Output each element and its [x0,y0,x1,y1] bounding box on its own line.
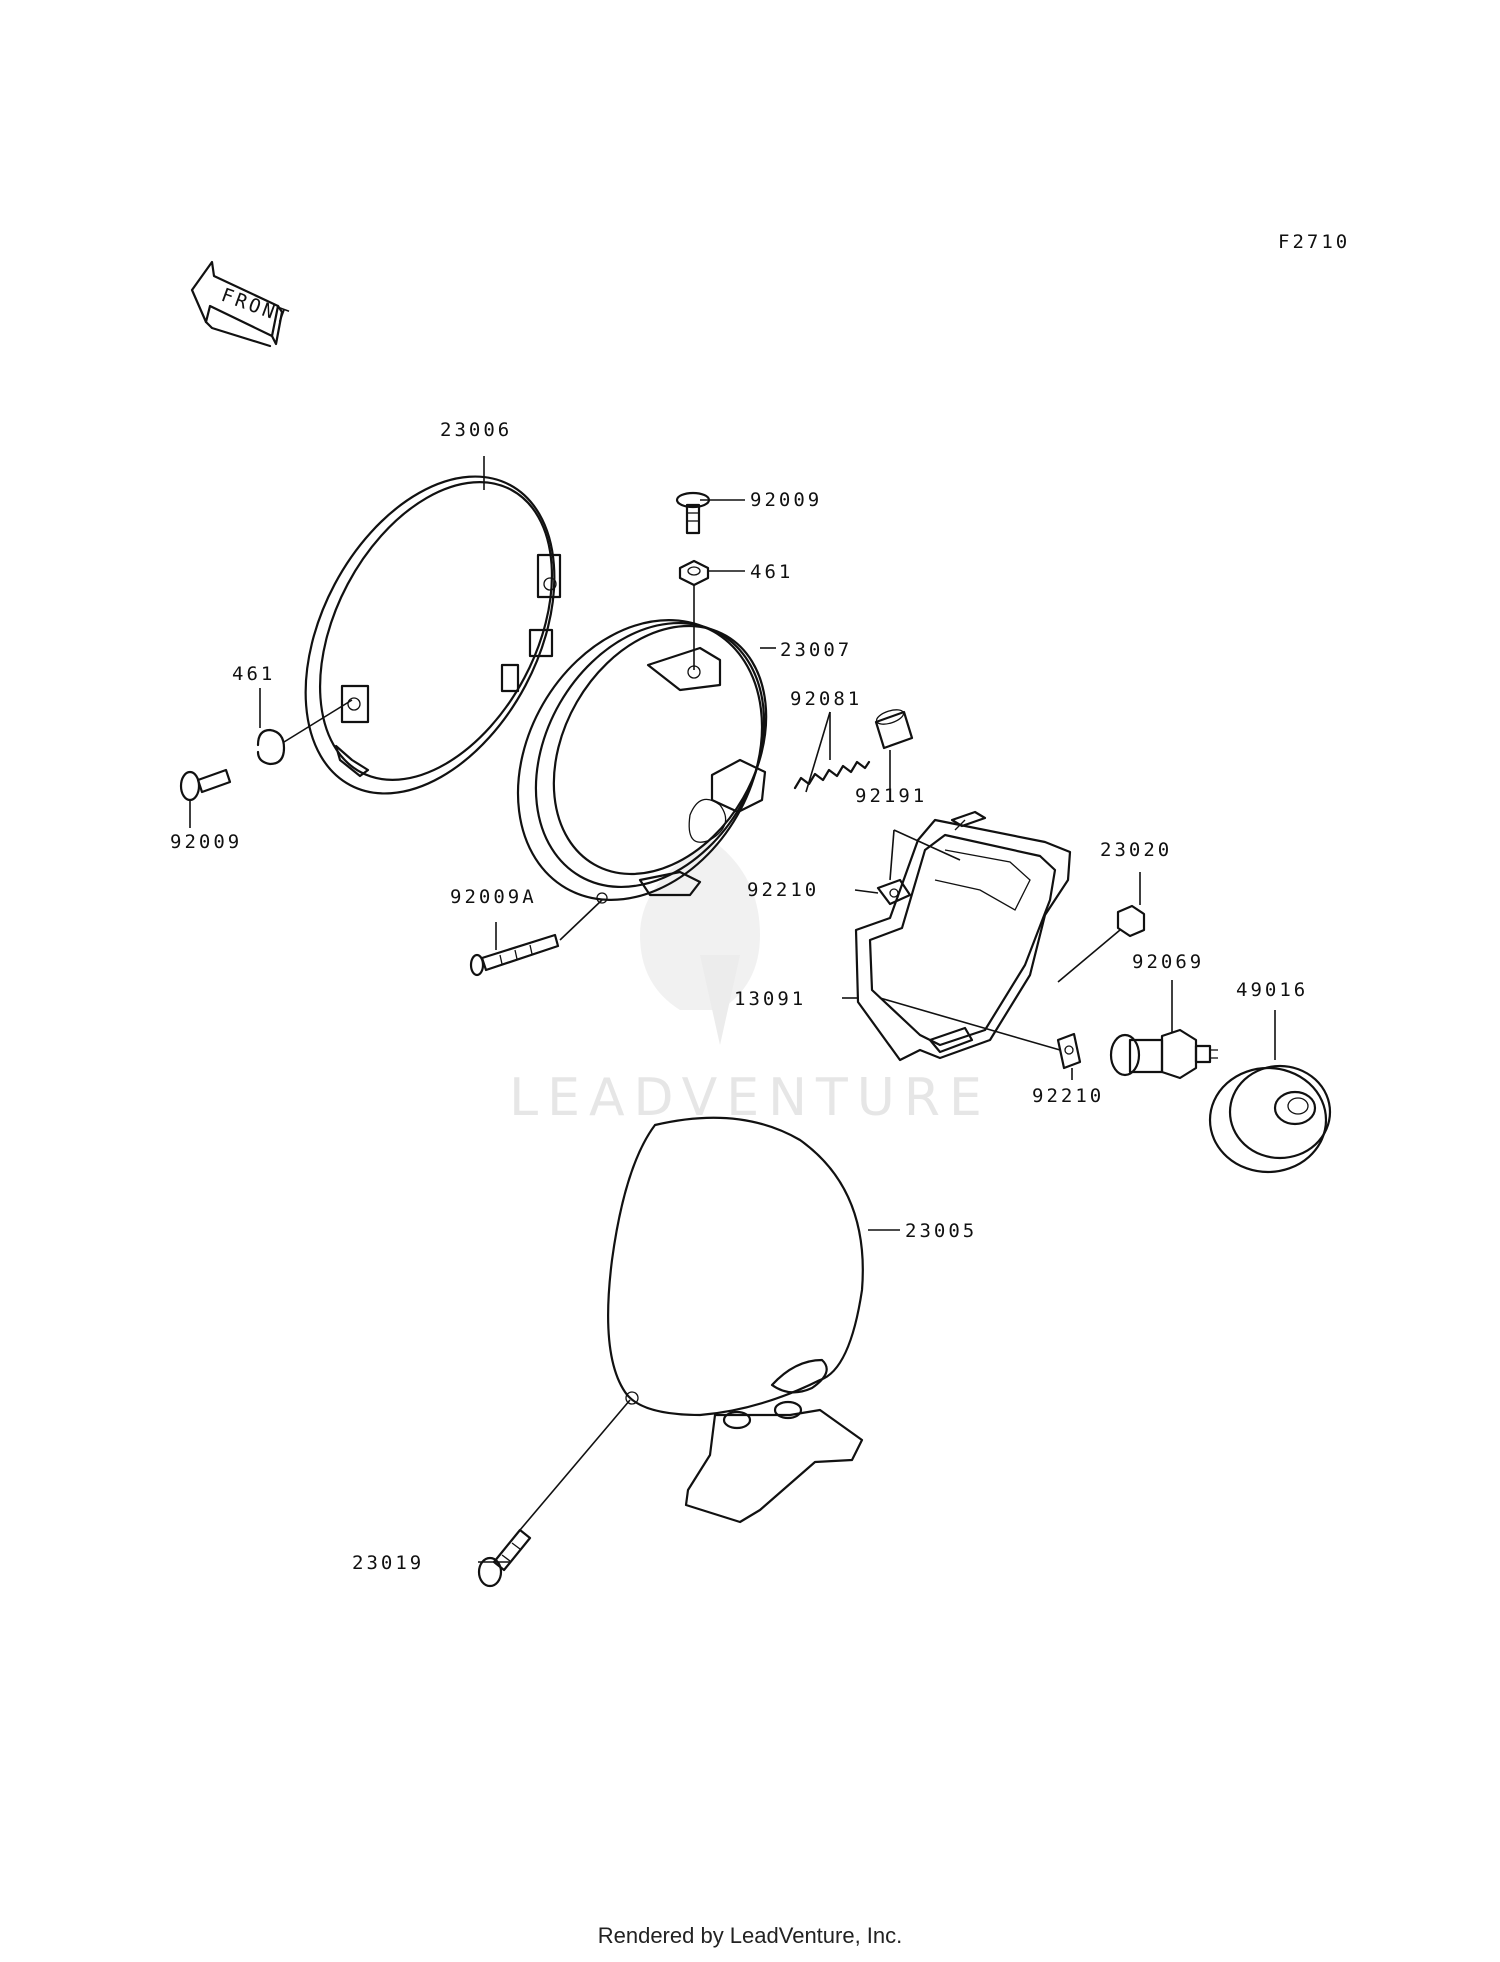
callout-labels: 23006 92009 461 23007 461 92081 92191 92… [170,419,1308,1574]
screw-92009-top [675,491,711,535]
screw-92009-left [179,768,232,802]
callout-23019: 23019 [352,1552,424,1574]
spring-92081 [793,760,871,790]
callout-13091: 13091 [734,988,806,1010]
washer-461-left [256,728,286,766]
callout-23005: 23005 [905,1220,977,1242]
dust-cover-49016 [1208,1064,1332,1174]
watermark-text: LEADVENTURE [509,1068,991,1128]
collar-92191 [874,709,914,750]
bulb-92069 [1109,1028,1218,1080]
nut-23020 [1116,904,1146,938]
front-label: FRONT [218,284,293,329]
screw-92009a [469,933,560,977]
callout-23020: 23020 [1100,839,1172,861]
housing-23005 [607,1116,864,1524]
nut-461-top [678,559,710,587]
callout-92210-b: 92210 [1032,1085,1104,1107]
callout-92210-a: 92210 [747,879,819,901]
callout-23006: 23006 [440,419,512,441]
callout-23007: 23007 [780,639,852,661]
clip-92210-b [1056,1032,1082,1070]
callout-92081: 92081 [790,688,862,710]
callout-461-top: 461 [750,561,793,583]
callout-461-left: 461 [232,663,275,685]
leader-lines [189,456,1276,1563]
callout-92009-left: 92009 [170,831,242,853]
bracket-13091 [854,810,1072,1062]
screw-23019 [477,1528,532,1588]
front-arrow-icon: FRONT [190,260,294,348]
callout-92069: 92069 [1132,951,1204,973]
rim-ring-23006 [304,475,562,795]
callout-92009a: 92009A [450,886,537,908]
footer-credit: Rendered by LeadVenture, Inc. [598,1923,903,1948]
callout-49016: 49016 [1236,979,1308,1001]
headlight-unit-23007 [516,619,768,904]
figure-code: F2710 [1278,231,1350,253]
callout-92009-top: 92009 [750,489,822,511]
callout-92191: 92191 [855,785,927,807]
clip-92210-a [876,878,912,906]
